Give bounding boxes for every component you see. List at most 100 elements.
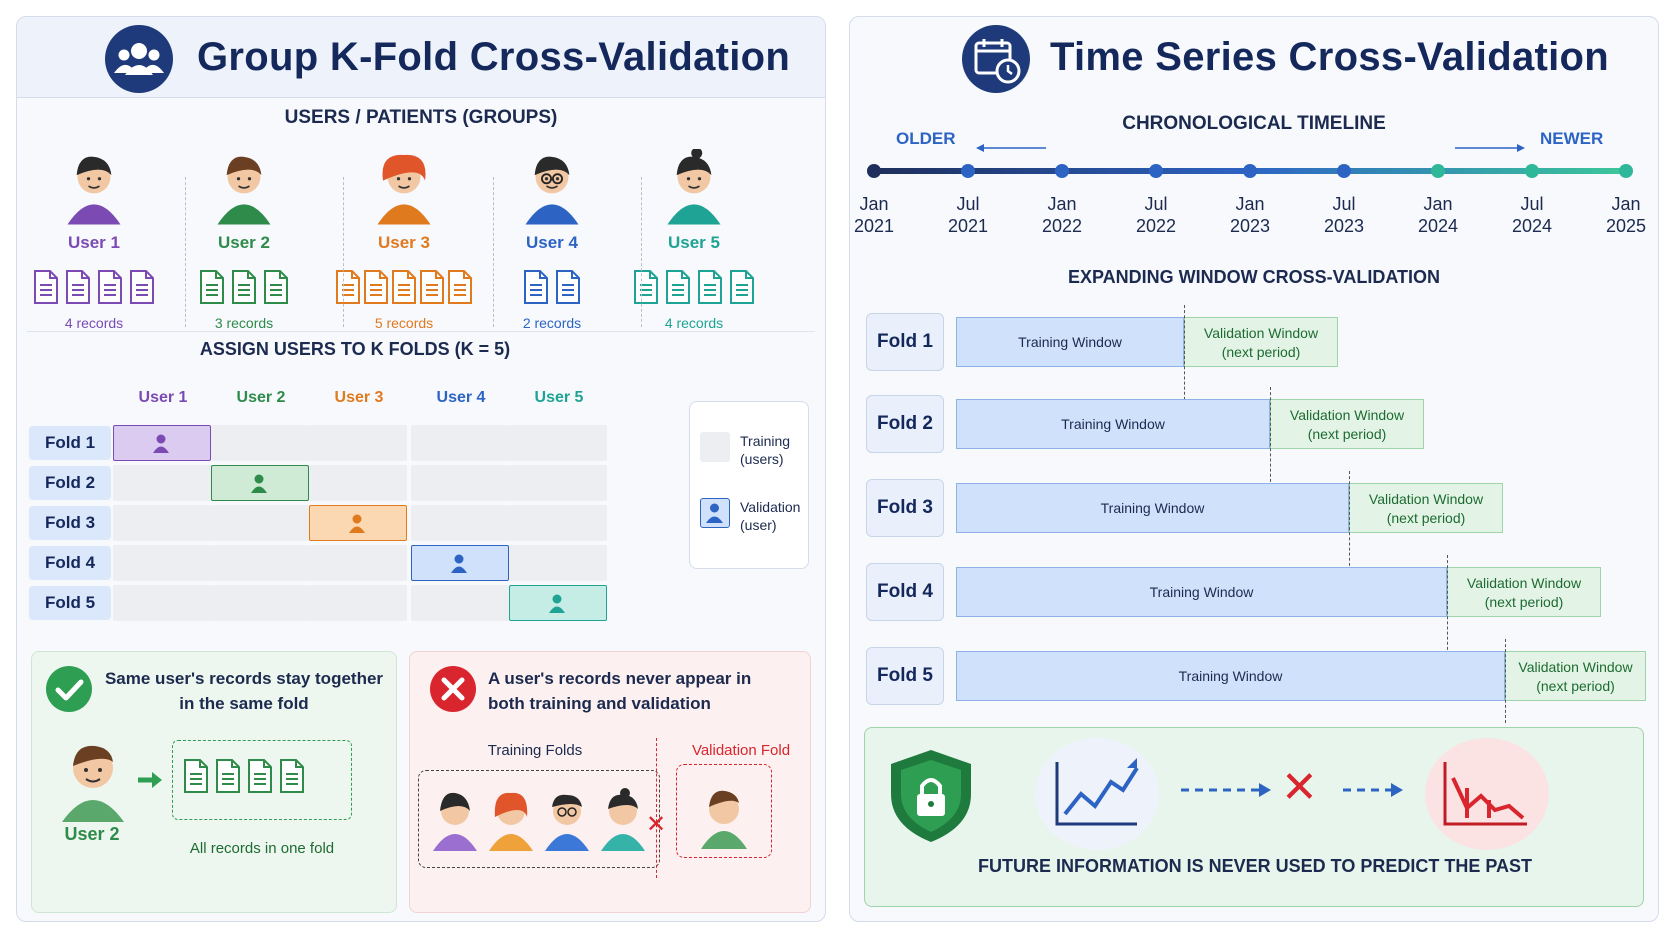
training-cell — [509, 545, 607, 581]
training-window: Training Window — [956, 399, 1270, 449]
training-window: Training Window — [956, 483, 1349, 533]
user-name: User 4 — [526, 233, 578, 252]
arrow-right-icon — [1455, 141, 1525, 159]
expanding-heading: EXPANDING WINDOW CROSS-VALIDATION — [1068, 267, 1440, 287]
training-cell — [113, 545, 211, 581]
record-docs — [329, 270, 479, 309]
left-title: Group K-Fold Cross-Validation — [197, 35, 791, 79]
timeline-dot — [1431, 164, 1445, 178]
training-cell — [309, 425, 407, 461]
record-docs — [477, 270, 627, 309]
legend-validation-label: Validation — [740, 499, 801, 515]
document-icon — [279, 759, 305, 793]
timeline-heading: CHRONOLOGICAL TIMELINE — [1122, 113, 1386, 134]
validation-window-label: Validation Window — [1203, 325, 1319, 341]
grid-header-user-5: User 5 — [534, 389, 584, 406]
validation-fold-box — [676, 764, 772, 858]
record-docs — [19, 270, 169, 309]
training-cell — [509, 425, 607, 461]
callout-never-title-2: both training and validation — [488, 694, 711, 713]
timeline-dot — [1525, 164, 1539, 178]
fold-label-5: Fold 5 — [29, 586, 111, 620]
person-icon — [346, 512, 368, 539]
training-cell — [309, 465, 407, 501]
tick-year: 2025 — [1605, 216, 1647, 236]
fold-label-3: Fold 3 — [29, 506, 111, 540]
all-records-caption: All records in one fold — [189, 840, 335, 857]
grid-header-user-3: User 3 — [334, 389, 384, 406]
document-icon — [555, 270, 581, 304]
separator — [656, 738, 657, 878]
person-icon — [248, 472, 270, 499]
tick-year: 2021 — [853, 216, 895, 236]
x-icon: ✕ — [646, 811, 667, 838]
split-line — [1447, 555, 1448, 655]
validation-window: Validation Window(next period) — [1349, 483, 1503, 533]
document-icon — [231, 270, 257, 304]
training-users-group — [433, 788, 645, 851]
falling-chart-icon — [1425, 738, 1549, 850]
callout-same-title-2: in the same fold — [179, 694, 309, 713]
training-folds-box — [418, 770, 660, 868]
document-icon — [215, 759, 241, 793]
rising-chart-icon — [1035, 738, 1159, 850]
document-icon — [447, 270, 473, 304]
record-docs — [169, 270, 319, 309]
users-group-icon — [105, 25, 173, 93]
validation-window-sub: (next period) — [1221, 344, 1301, 360]
person-icon — [546, 592, 568, 619]
ts-fold-label-2: Fold 2 — [866, 395, 944, 453]
document-icon — [263, 270, 289, 304]
ts-fold-label-4: Fold 4 — [866, 563, 944, 621]
left-title-bar: Group K-Fold Cross-Validation — [17, 17, 825, 98]
training-window: Training Window — [956, 651, 1505, 701]
callout-never-title-1: A user's records never appear in — [488, 669, 752, 688]
training-cell — [309, 545, 407, 581]
validation-window-sub: (next period) — [1307, 426, 1387, 442]
validation-cell — [211, 465, 309, 501]
callout-same-title-1: Same user's records stay together — [104, 669, 384, 688]
document-icon — [523, 270, 549, 304]
document-icon — [183, 759, 209, 793]
tick-year: 2023 — [1323, 216, 1365, 236]
future-info-text: FUTURE INFORMATION IS NEVER USED TO PRED… — [977, 856, 1533, 876]
record-count: 4 records — [664, 315, 724, 331]
tick-month: Jan — [1047, 194, 1077, 214]
user-2-label: User 2 — [64, 824, 120, 844]
divider — [27, 331, 815, 332]
training-cell — [411, 465, 509, 501]
assign-heading: ASSIGN USERS TO K FOLDS (K = 5) — [199, 339, 511, 359]
document-icon — [33, 270, 59, 304]
timeline-dot — [1243, 164, 1257, 178]
split-line — [1505, 639, 1506, 723]
validation-window: Validation Window(next period) — [1447, 567, 1601, 617]
user-avatar — [62, 149, 126, 230]
fold-label-1: Fold 1 — [29, 426, 111, 460]
training-cell — [411, 505, 509, 541]
document-icon — [199, 270, 225, 304]
older-label: OLDER — [896, 129, 956, 148]
arrow-left-icon — [976, 141, 1046, 159]
user-avatar — [212, 149, 276, 230]
grid-header-user-2: User 2 — [236, 389, 286, 406]
document-icon — [419, 270, 445, 304]
fold-label-4: Fold 4 — [29, 546, 111, 580]
tick-year: 2023 — [1229, 216, 1271, 236]
split-line — [1349, 471, 1350, 571]
document-icon — [247, 759, 273, 793]
tick-year: 2022 — [1041, 216, 1083, 236]
tick-month: Jul — [1520, 194, 1544, 214]
record-count: 3 records — [214, 315, 274, 331]
document-icon — [729, 270, 755, 304]
groups-heading: USERS / PATIENTS (GROUPS) — [284, 107, 558, 128]
tick-month: Jan — [859, 194, 889, 214]
user-name: User 2 — [218, 233, 270, 252]
person-icon — [706, 503, 723, 523]
